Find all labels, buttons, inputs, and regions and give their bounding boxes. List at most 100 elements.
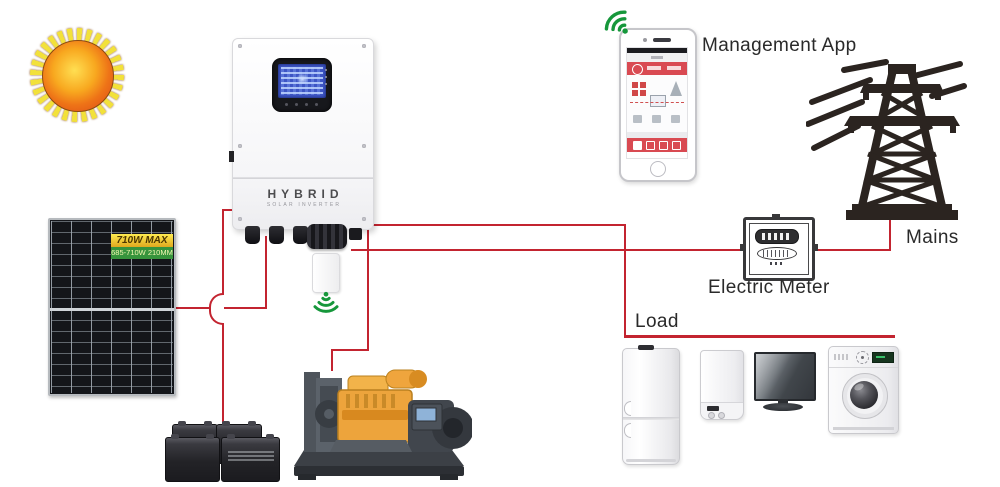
wire-battery-h xyxy=(222,209,234,211)
refrigerator-icon xyxy=(622,345,680,465)
fridge-handle xyxy=(624,401,631,416)
washer-display xyxy=(872,352,894,363)
mains-label: Mains xyxy=(906,227,959,248)
app-generator-icon xyxy=(652,115,661,123)
washer-control-panel xyxy=(829,347,898,368)
app-inverter-icon xyxy=(650,95,666,107)
boiler-knob xyxy=(708,412,715,419)
wire-hop xyxy=(209,293,224,325)
sun-icon xyxy=(42,40,114,112)
phone-camera-icon xyxy=(643,38,647,42)
meter-register xyxy=(755,229,799,244)
fridge-door-split xyxy=(623,417,679,420)
phone-home-button xyxy=(650,161,666,177)
cable-gland-large-icon xyxy=(307,224,347,249)
inverter-led-indicators xyxy=(325,69,327,85)
inverter-display xyxy=(272,58,332,112)
phone-screen xyxy=(626,47,688,159)
wire-load-h xyxy=(365,224,626,226)
management-app-label: Management App xyxy=(702,35,857,56)
app-footer-strip xyxy=(627,132,687,138)
management-phone xyxy=(619,28,697,182)
wire-generator-v1 xyxy=(367,226,369,351)
wire-pv-h1 xyxy=(172,307,210,309)
inverter-divider xyxy=(233,177,373,179)
app-load-icon xyxy=(671,115,680,123)
meter-terminal-icon xyxy=(740,244,744,251)
panel-power-badge: 710W MAX xyxy=(111,234,173,247)
meter-marks xyxy=(770,262,784,265)
load-label: Load xyxy=(635,311,679,332)
washer-base xyxy=(833,427,894,430)
washer-vent xyxy=(834,354,848,360)
boiler-knob xyxy=(718,412,725,419)
inverter-buttons xyxy=(285,103,318,106)
monitor-base xyxy=(763,403,803,411)
screw-icon xyxy=(362,217,366,221)
battery-icon xyxy=(165,434,220,482)
wire-battery-v2 xyxy=(222,320,224,430)
wire-grid-h xyxy=(351,249,891,251)
monitor-stand xyxy=(778,399,788,404)
connector-icon xyxy=(349,228,362,240)
wire-generator-v2 xyxy=(331,349,333,371)
cable-gland-icon xyxy=(293,226,308,244)
cable-gland-icon xyxy=(245,226,260,244)
boiler-control-panel xyxy=(701,402,743,419)
app-grid-tower-icon xyxy=(670,81,682,96)
wire-battery-v1 xyxy=(222,209,224,294)
wire-load-underline xyxy=(624,335,895,338)
fridge-base xyxy=(626,459,676,462)
screw-icon xyxy=(238,217,242,221)
app-diagram-view xyxy=(627,75,687,132)
cable-gland-icon xyxy=(269,226,284,244)
wire-generator-h xyxy=(331,349,369,351)
water-heater-icon xyxy=(700,350,744,420)
app-title-bar xyxy=(627,53,687,62)
dongle-wifi-icon xyxy=(313,291,339,313)
fridge-handle xyxy=(624,423,631,438)
meter-terminal-icon xyxy=(814,244,818,251)
wire-pv-v xyxy=(265,236,267,309)
battery-icon xyxy=(221,434,280,482)
app-logo-icon xyxy=(632,64,643,75)
inverter-title: HYBRID xyxy=(267,187,344,201)
screw-icon xyxy=(362,144,366,148)
washer-door-glass xyxy=(850,381,878,409)
inverter-subtitle: SOLAR INVERTER xyxy=(266,202,342,208)
meter-dial xyxy=(757,247,797,260)
washing-machine-icon xyxy=(828,346,899,434)
screw-icon xyxy=(238,144,242,148)
wire-pv-h2 xyxy=(223,307,267,309)
phone-speaker-icon xyxy=(653,38,671,42)
panel-spec-badge: 685-710W 210MM xyxy=(111,247,173,259)
solar-panel: 710W MAX 685-710W 210MM xyxy=(48,218,176,396)
app-pv-icon xyxy=(632,82,638,88)
wire-load-v xyxy=(624,224,626,337)
transmission-tower-icon xyxy=(806,59,967,220)
inverter-lcd-screen xyxy=(278,64,326,98)
screw-icon xyxy=(238,44,242,48)
diesel-generator-icon xyxy=(294,369,472,480)
monitor-icon xyxy=(754,352,816,401)
solar-panel-gap xyxy=(50,308,174,311)
electric-meter xyxy=(740,214,818,281)
phone-wifi-icon xyxy=(604,10,628,34)
washer-dial xyxy=(856,351,869,364)
wire-mains-v xyxy=(889,211,891,251)
app-battery-icon xyxy=(633,115,642,123)
screw-icon xyxy=(362,44,366,48)
washer-door xyxy=(842,373,888,419)
hybrid-inverter: HYBRID SOLAR INVERTER xyxy=(229,38,374,249)
fridge-hinge xyxy=(638,345,654,350)
meter-panel xyxy=(749,223,809,275)
electric-meter-label: Electric Meter xyxy=(708,277,830,298)
boiler-display xyxy=(707,406,719,411)
app-nav-bar xyxy=(627,138,687,152)
wifi-dongle xyxy=(312,253,340,293)
app-flow-line xyxy=(630,102,684,103)
app-header-banner xyxy=(627,62,687,75)
battery-label xyxy=(228,451,274,462)
inverter-side-tab xyxy=(229,151,234,162)
